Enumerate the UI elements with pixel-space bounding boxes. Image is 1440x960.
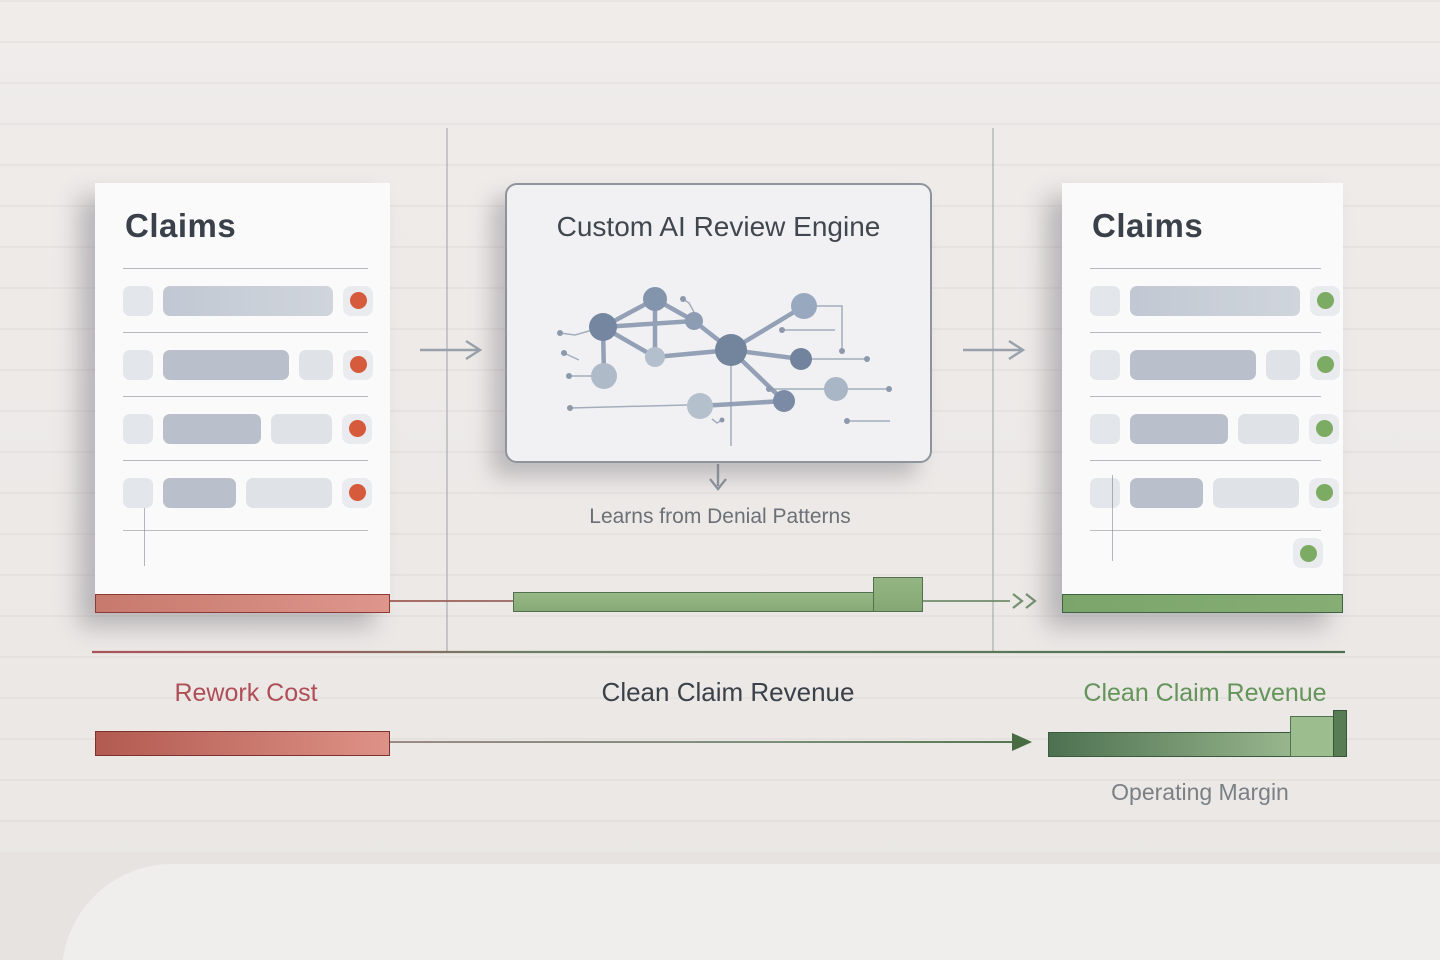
margin-flow-arrow-icon: [390, 733, 1032, 751]
card-title: Claims: [1092, 207, 1204, 244]
clean-claim-revenue-bar-step: [873, 577, 923, 612]
operating-margin-bar-step2: [1333, 710, 1347, 757]
status-dot-denied: [348, 484, 366, 501]
status-dot-denied: [349, 292, 367, 309]
claims-card-denied: Claims: [95, 183, 390, 613]
clean-revenue-strip: [1062, 594, 1343, 613]
status-dot-chip: [1309, 477, 1339, 508]
claim-row: [123, 460, 372, 524]
footer-tick-line: [144, 508, 145, 566]
clean-claim-revenue-bar: [513, 592, 874, 612]
footer-tick-line: [1112, 475, 1113, 561]
rework-cost-label: Rework Cost: [174, 679, 318, 707]
status-dot-chip: [342, 477, 372, 508]
claim-row: [1090, 332, 1340, 396]
claims-rows: [123, 268, 373, 524]
row-sub-chip: [1238, 413, 1299, 444]
row-lead-chip: [1090, 477, 1120, 508]
status-dot-clean: [1315, 420, 1333, 437]
flow-arrow-left-icon: [420, 339, 483, 361]
row-lead-chip: [123, 349, 153, 380]
bottom-rounded-silhouette: [62, 864, 1440, 960]
engine-title: Custom AI Review Engine: [556, 211, 881, 242]
row-data-bar: [163, 285, 333, 316]
operating-margin-bar-step: [1290, 716, 1338, 757]
row-data-bar: [1130, 349, 1256, 380]
claim-row: [123, 396, 372, 460]
claims-card-clean: Claims: [1062, 183, 1343, 613]
ai-engine-box: Custom AI Review Engine: [505, 183, 932, 463]
row-lead-chip: [123, 285, 153, 316]
claim-row: [123, 332, 373, 396]
status-dot-clean: [1315, 484, 1333, 501]
status-dot-clean: [1316, 356, 1334, 373]
flow-arrow-right-icon: [963, 339, 1026, 361]
row-sub-chip: [299, 349, 333, 380]
row-sub-chip: [271, 413, 332, 444]
row-lead-chip: [1090, 413, 1120, 444]
rework-cost-strip: [95, 594, 390, 613]
row-sub-chip: [1266, 349, 1300, 380]
row-sub-chip: [1213, 477, 1299, 508]
status-dot-chip: [343, 349, 373, 380]
claim-row: [1090, 268, 1340, 332]
row-data-bar: [163, 477, 236, 508]
clean-claim-revenue-label-right: Clean Claim Revenue: [1083, 679, 1327, 707]
claim-row: [1090, 460, 1339, 524]
claims-rows: [1090, 268, 1340, 524]
footer-divider: [1090, 530, 1321, 531]
row-lead-chip: [1090, 285, 1120, 316]
status-dot-chip: [343, 285, 373, 316]
row-data-bar: [1130, 285, 1300, 316]
status-dot-chip: [342, 413, 372, 444]
operating-margin-label: Operating Margin: [1111, 779, 1289, 805]
clean-claim-revenue-label-center: Clean Claim Revenue: [601, 677, 855, 707]
extra-status-dot: [1299, 544, 1317, 562]
row-lead-chip: [123, 413, 153, 444]
double-chevron-icon: [1012, 593, 1037, 609]
status-dot-denied: [348, 420, 366, 437]
row-sub-chip: [246, 477, 332, 508]
row-lead-chip: [1090, 349, 1120, 380]
card-title: Claims: [125, 207, 237, 244]
row-data-bar: [1130, 477, 1203, 508]
status-dot-chip: [1310, 349, 1340, 380]
engine-caption: Learns from Denial Patterns: [589, 505, 851, 528]
engine-down-arrow-icon: [709, 464, 727, 491]
claim-row: [123, 268, 373, 332]
claim-row: [1090, 396, 1339, 460]
footer-divider: [123, 530, 368, 531]
row-data-bar: [163, 349, 289, 380]
status-dot-chip: [1293, 538, 1323, 568]
status-dot-denied: [349, 356, 367, 373]
ai-network-illustration: [557, 287, 892, 446]
row-data-bar: [163, 413, 261, 444]
rework-cost-bar: [95, 731, 390, 756]
status-dot-chip: [1310, 285, 1340, 316]
status-dot-clean: [1316, 292, 1334, 309]
row-lead-chip: [123, 477, 153, 508]
status-dot-chip: [1309, 413, 1339, 444]
row-data-bar: [1130, 413, 1228, 444]
